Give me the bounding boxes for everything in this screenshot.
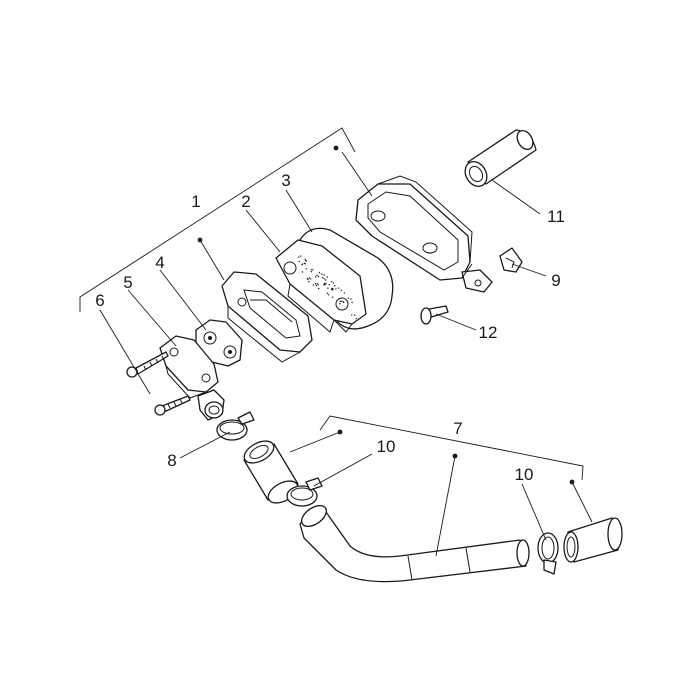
filter-speck xyxy=(338,287,340,289)
callout-6: 6 xyxy=(95,291,104,310)
filter-speck xyxy=(340,289,343,291)
callout-5: 5 xyxy=(123,273,132,292)
filter-texture xyxy=(297,255,357,320)
filter-speck xyxy=(310,269,312,271)
part-11-pipe xyxy=(464,129,537,187)
callout-9: 9 xyxy=(551,271,560,290)
callout-1: 1 xyxy=(191,192,200,211)
leader-lines xyxy=(99,151,593,557)
filter-speck xyxy=(326,292,328,294)
callout-10-upper: 10 xyxy=(377,437,396,456)
air-filter-housing xyxy=(355,175,493,293)
part-6-screws xyxy=(126,351,191,416)
filter-speck xyxy=(312,284,315,286)
part-10-clamp-upper xyxy=(286,477,323,507)
filter-speck xyxy=(308,281,310,283)
part-4-gasket-plate xyxy=(195,319,243,367)
part-7-short-hose xyxy=(243,440,299,504)
filter-speck xyxy=(310,271,312,273)
callout-7: 7 xyxy=(453,419,462,438)
filter-speck xyxy=(317,275,320,278)
filter-speck xyxy=(347,297,349,299)
filter-speck xyxy=(305,268,307,270)
filter-speck xyxy=(338,298,340,300)
filter-speck xyxy=(351,314,353,316)
filter-speck xyxy=(324,282,326,284)
filter-speck xyxy=(325,279,327,281)
filter-speck xyxy=(318,271,321,274)
filter-speck xyxy=(308,277,311,279)
part-2-filter-element xyxy=(275,239,367,333)
group-bracket-1 xyxy=(79,127,356,312)
filter-speck xyxy=(322,277,324,279)
filter-speck xyxy=(310,278,312,280)
filter-speck xyxy=(316,283,318,285)
filter-speck xyxy=(351,301,353,304)
filter-speck xyxy=(317,287,320,290)
callout-4: 4 xyxy=(155,253,164,272)
filter-speck xyxy=(314,276,317,278)
filter-speck xyxy=(323,274,325,276)
filter-speck xyxy=(304,258,306,260)
part-7-bent-pipe xyxy=(299,504,530,583)
callout-11: 11 xyxy=(547,207,565,226)
filter-speck xyxy=(355,317,357,320)
filter-speck xyxy=(304,263,307,265)
filter-speck xyxy=(306,277,309,279)
filter-speck xyxy=(301,271,304,273)
callout-12: 12 xyxy=(479,323,498,342)
part-9-clip xyxy=(499,247,523,273)
filter-speck xyxy=(317,284,319,286)
filter-speck xyxy=(340,300,342,302)
callout-3: 3 xyxy=(281,171,290,190)
filter-speck xyxy=(339,303,341,305)
filter-speck xyxy=(330,281,333,283)
filter-speck xyxy=(327,294,330,296)
filter-speck xyxy=(307,278,309,281)
part-10-clamp-lower xyxy=(537,532,559,575)
filter-speck xyxy=(332,289,334,291)
filter-speck xyxy=(321,273,323,275)
callout-10-lower: 10 xyxy=(515,465,534,484)
filter-speck xyxy=(300,255,302,257)
filter-speck xyxy=(298,261,300,263)
filter-speck xyxy=(332,282,335,284)
callout-labels: 1 2 3 4 5 6 7 8 9 10 10 11 12 xyxy=(95,171,565,484)
air-filter-cover xyxy=(221,271,313,363)
filter-speck xyxy=(325,283,327,285)
part-12-screw xyxy=(420,305,449,325)
filter-speck xyxy=(301,263,304,265)
filter-speck xyxy=(334,285,336,287)
filter-speck xyxy=(305,259,307,262)
filter-speck xyxy=(297,256,300,258)
part-7-end-hose xyxy=(563,517,623,563)
filter-speck xyxy=(312,269,314,271)
filter-speck xyxy=(314,283,317,285)
callout-2: 2 xyxy=(241,192,250,211)
filter-speck xyxy=(342,300,344,303)
callout-8: 8 xyxy=(167,451,176,470)
leader-dots xyxy=(197,145,575,485)
filter-speck xyxy=(354,314,356,316)
filter-speck xyxy=(316,274,318,277)
group-bracket-7 xyxy=(319,415,584,481)
filter-speck xyxy=(332,296,334,298)
filter-speck xyxy=(326,276,328,278)
filter-speck xyxy=(315,284,318,287)
filter-speck xyxy=(343,292,346,294)
filter-speck xyxy=(350,298,352,300)
filter-speck xyxy=(323,278,325,280)
filter-speck xyxy=(335,288,337,290)
part-5-manifold xyxy=(159,335,225,421)
filter-speck xyxy=(327,287,329,289)
filter-speck xyxy=(328,284,330,286)
